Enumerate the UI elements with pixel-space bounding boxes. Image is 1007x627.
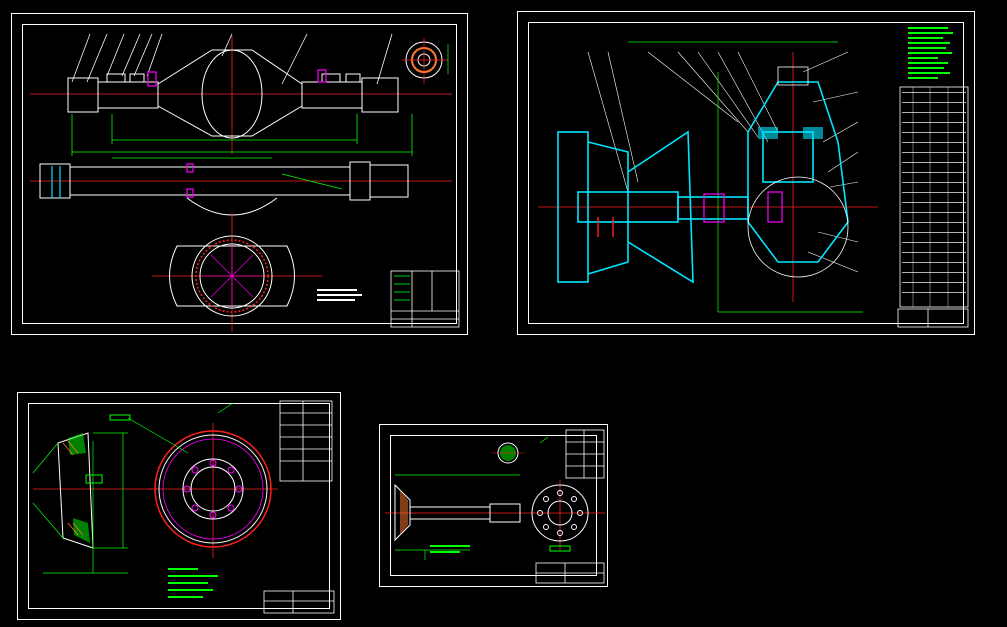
title-block-1 [390, 270, 460, 328]
tech-requirements [908, 27, 953, 79]
gear-notes [168, 568, 218, 598]
keyed-section [492, 436, 549, 464]
sheet-final-drive-assembly [517, 11, 975, 335]
parts-list [899, 86, 969, 308]
axle-housing-drawing [30, 33, 460, 332]
shaft-spec-table [565, 429, 605, 479]
front-view-housing [67, 49, 399, 139]
sheet-half-shaft-frame [390, 435, 597, 576]
assembly-section [557, 81, 849, 284]
title-block-3 [263, 590, 335, 614]
flange-face [530, 480, 605, 552]
title-block-4 [535, 562, 605, 584]
end-view [402, 38, 449, 84]
sheet-axle-housing [11, 13, 468, 335]
shaft-elevation [394, 474, 521, 560]
front-view-dimensions [71, 114, 413, 156]
gear-section [32, 432, 128, 574]
bevel-gear-drawing [32, 400, 335, 614]
axle-housing-leaders [71, 33, 393, 85]
final-drive-drawing [538, 27, 969, 328]
gear-face [109, 402, 278, 558]
gear-spec-table [279, 400, 333, 482]
title-block-2 [897, 308, 969, 328]
flange-view [169, 235, 295, 317]
half-shaft-drawing [385, 429, 605, 584]
sheet-half-shaft [379, 424, 608, 587]
top-section-view [39, 161, 409, 216]
sheet-driven-bevel-gear [17, 392, 341, 620]
sheet-bevel-gear-frame [28, 403, 330, 609]
technical-notes [317, 289, 362, 301]
sheet-axle-housing-frame [22, 24, 457, 324]
